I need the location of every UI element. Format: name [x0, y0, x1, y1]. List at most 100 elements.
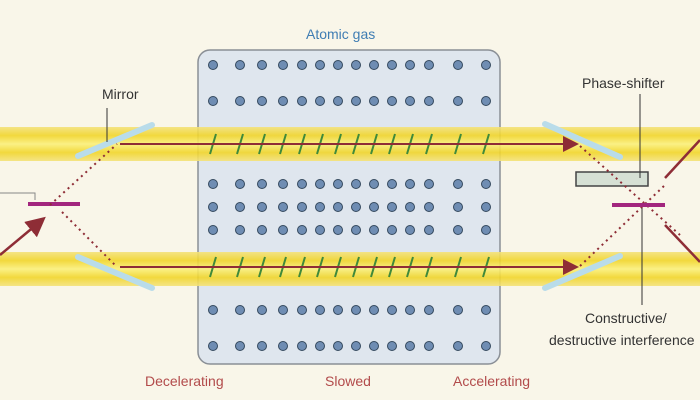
atom [424, 202, 434, 212]
atom [208, 179, 218, 189]
atom [235, 202, 245, 212]
atom [297, 225, 307, 235]
atom [387, 96, 397, 106]
atom [333, 225, 343, 235]
atom [257, 60, 267, 70]
atom [369, 305, 379, 315]
atom [481, 341, 491, 351]
atom [405, 60, 415, 70]
atom [351, 202, 361, 212]
atom [387, 202, 397, 212]
atom [453, 60, 463, 70]
atom [369, 202, 379, 212]
atom [387, 341, 397, 351]
atom [405, 179, 415, 189]
atom [333, 96, 343, 106]
lower-left-mirror [75, 254, 155, 291]
atom [424, 60, 434, 70]
atom [369, 225, 379, 235]
phase-shifter-block [575, 171, 649, 187]
atom [257, 202, 267, 212]
atom [481, 179, 491, 189]
atom [297, 96, 307, 106]
atom [481, 225, 491, 235]
atom [315, 225, 325, 235]
atom [387, 60, 397, 70]
slowed-label: Slowed [325, 373, 371, 389]
atom [297, 305, 307, 315]
atom [235, 60, 245, 70]
atom [297, 341, 307, 351]
atom [208, 60, 218, 70]
atom [453, 341, 463, 351]
atom [453, 202, 463, 212]
atom [208, 202, 218, 212]
atom [481, 305, 491, 315]
atom [235, 179, 245, 189]
atom [257, 341, 267, 351]
phase-shifter-label: Phase-shifter [582, 75, 665, 91]
atom [351, 341, 361, 351]
atom [453, 305, 463, 315]
atom [351, 96, 361, 106]
lower-right-mirror [542, 253, 623, 291]
atom [315, 202, 325, 212]
atom [278, 96, 288, 106]
dotted-path-right-up [579, 184, 666, 267]
atom [481, 202, 491, 212]
atom [315, 305, 325, 315]
atom [278, 179, 288, 189]
atom [333, 305, 343, 315]
atom [257, 179, 267, 189]
atom [315, 60, 325, 70]
atom [235, 225, 245, 235]
atom [405, 96, 415, 106]
atom [297, 202, 307, 212]
atom [424, 341, 434, 351]
atom [278, 202, 288, 212]
atom [387, 179, 397, 189]
atom [257, 96, 267, 106]
interference-label-line2: destructive interference [549, 332, 695, 348]
atom [351, 179, 361, 189]
atom [405, 341, 415, 351]
atom [369, 341, 379, 351]
atom [297, 60, 307, 70]
atom [208, 341, 218, 351]
atom [333, 60, 343, 70]
upper-left-mirror [75, 122, 155, 159]
atom [351, 305, 361, 315]
atom [297, 179, 307, 189]
atom [278, 305, 288, 315]
atom [278, 60, 288, 70]
atom [424, 179, 434, 189]
atom [351, 60, 361, 70]
atom [315, 179, 325, 189]
atom [333, 341, 343, 351]
atom [424, 225, 434, 235]
atom [235, 341, 245, 351]
atom [278, 341, 288, 351]
atom [453, 179, 463, 189]
mirror-label: Mirror [102, 86, 139, 102]
atom [208, 225, 218, 235]
dotted-path-right-down [579, 145, 681, 236]
atom [278, 225, 288, 235]
atom [424, 305, 434, 315]
atom [405, 202, 415, 212]
atom [208, 96, 218, 106]
atom [235, 305, 245, 315]
atom [235, 96, 245, 106]
output-light-down [664, 224, 700, 263]
atom [405, 305, 415, 315]
atom [315, 96, 325, 106]
dotted-path-down [61, 211, 118, 268]
atom [369, 60, 379, 70]
atom [351, 225, 361, 235]
atom [387, 305, 397, 315]
atom [481, 96, 491, 106]
input-light-arrow [0, 216, 46, 256]
atom [424, 96, 434, 106]
atom [453, 225, 463, 235]
atom [481, 60, 491, 70]
